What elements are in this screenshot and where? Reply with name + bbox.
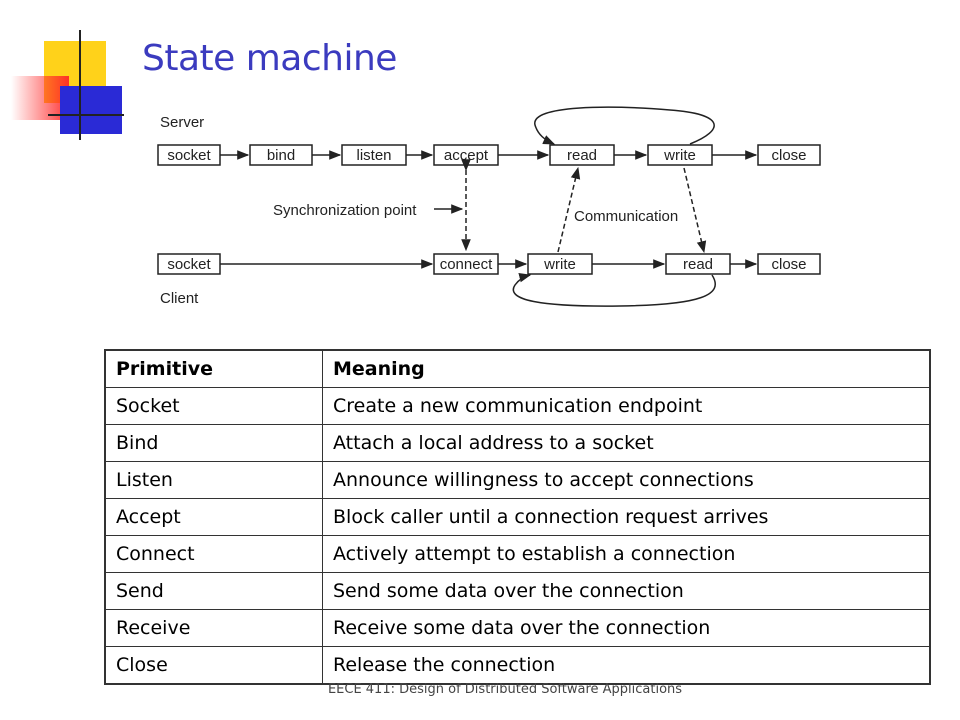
server-listen-label: listen [356, 147, 391, 164]
client-connect-label: connect [440, 256, 493, 273]
table-row: Connect Actively attempt to establish a … [104, 535, 931, 573]
primitives-table: Primitive Meaning Socket Create a new co… [104, 349, 931, 685]
primitive-cell: Close [104, 646, 323, 685]
meaning-cell: Block caller until a connection request … [322, 498, 931, 536]
primitive-cell: Listen [104, 461, 323, 499]
slide-logo [0, 0, 140, 150]
table-header-row: Primitive Meaning [104, 349, 931, 388]
slide-footer: EECE 411: Design of Distributed Software… [327, 682, 683, 697]
slide-title: State machine [142, 38, 397, 79]
client-label: Client [160, 290, 199, 307]
table-row: Receive Receive some data over the conne… [104, 609, 931, 647]
meaning-cell: Release the connection [322, 646, 931, 685]
state-machine-diagram: Server Client socket bind listen accept … [157, 106, 821, 307]
table-row: Send Send some data over the connection [104, 572, 931, 610]
meaning-cell: Attach a local address to a socket [322, 424, 931, 462]
sync-label: Synchronization point [273, 202, 417, 219]
client-close-label: close [771, 256, 806, 273]
primitive-cell: Accept [104, 498, 323, 536]
table-row: Socket Create a new communication endpoi… [104, 387, 931, 425]
server-label: Server [160, 114, 204, 131]
server-accept-label: accept [444, 147, 489, 164]
table-row: Accept Block caller until a connection r… [104, 498, 931, 536]
table-row: Close Release the connection [104, 646, 931, 685]
table-row: Listen Announce willingness to accept co… [104, 461, 931, 499]
primitive-cell: Receive [104, 609, 323, 647]
primitive-cell: Socket [104, 387, 323, 425]
logo-blue-square [60, 86, 122, 134]
client-socket-label: socket [167, 256, 211, 273]
meaning-cell: Receive some data over the connection [322, 609, 931, 647]
header-meaning: Meaning [322, 349, 931, 388]
primitive-cell: Bind [104, 424, 323, 462]
meaning-cell: Send some data over the connection [322, 572, 931, 610]
primitive-cell: Send [104, 572, 323, 610]
logo-horizontal-line [48, 114, 124, 116]
client-read-label: read [683, 256, 713, 273]
primitive-cell: Connect [104, 535, 323, 573]
server-loop-arrow [534, 106, 715, 145]
comm-arrow-client-to-server [557, 166, 581, 253]
server-close-label: close [771, 147, 806, 164]
logo-vertical-line [79, 30, 81, 140]
server-close-box [757, 144, 821, 166]
table-row: Bind Attach a local address to a socket [104, 424, 931, 462]
logo-red-square [11, 76, 69, 120]
meaning-cell: Create a new communication endpoint [322, 387, 931, 425]
client-loop-arrow [512, 272, 716, 307]
comm-arrow-server-to-client [683, 167, 707, 254]
meaning-cell: Actively attempt to establish a connecti… [322, 535, 931, 573]
server-bind-label: bind [267, 147, 295, 164]
server-socket-label: socket [167, 147, 211, 164]
header-primitive: Primitive [104, 349, 323, 388]
server-read-label: read [567, 147, 597, 164]
client-write-label: write [543, 256, 576, 273]
meaning-cell: Announce willingness to accept connectio… [322, 461, 931, 499]
communication-label: Communication [574, 208, 678, 225]
server-write-label: write [663, 147, 696, 164]
client-close-box [757, 253, 821, 275]
